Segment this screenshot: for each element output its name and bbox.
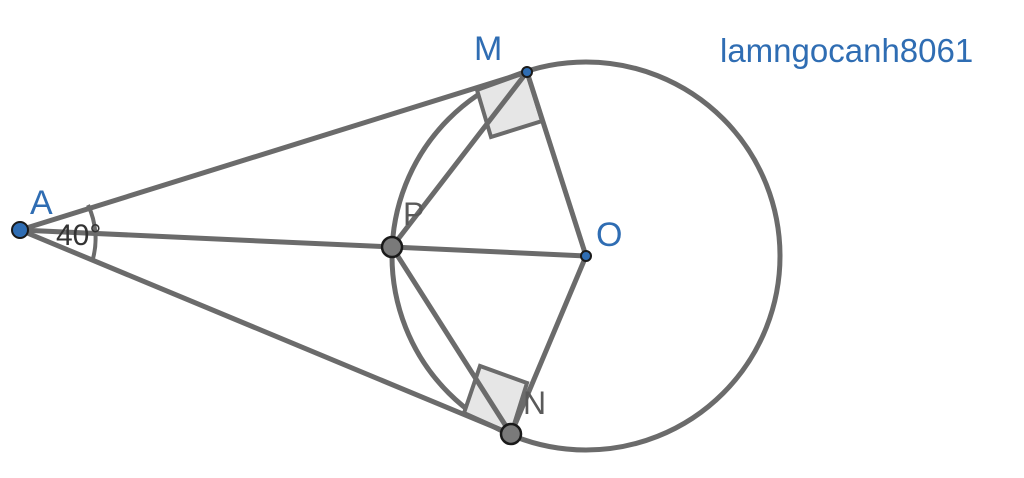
label-a: A [30, 184, 53, 222]
point-m [521, 66, 533, 78]
label-angle-a: 40° [56, 219, 101, 252]
point-p [380, 235, 404, 259]
label-p: P [403, 196, 424, 232]
point-n [499, 422, 523, 446]
segment-ap [19, 227, 393, 250]
label-o: O [596, 216, 622, 254]
tangent-an [19, 227, 512, 437]
point-o [580, 250, 592, 262]
label-m: M [474, 30, 502, 68]
point-a [11, 221, 29, 239]
radius-on [508, 255, 589, 435]
chord-pn [389, 245, 514, 436]
segment-po [391, 244, 587, 259]
label-n: N [523, 385, 546, 421]
tangent-am [19, 69, 528, 233]
radius-om [524, 71, 589, 257]
chord-pm [390, 70, 529, 249]
watermark-text: lamngocanh8061 [720, 32, 973, 69]
